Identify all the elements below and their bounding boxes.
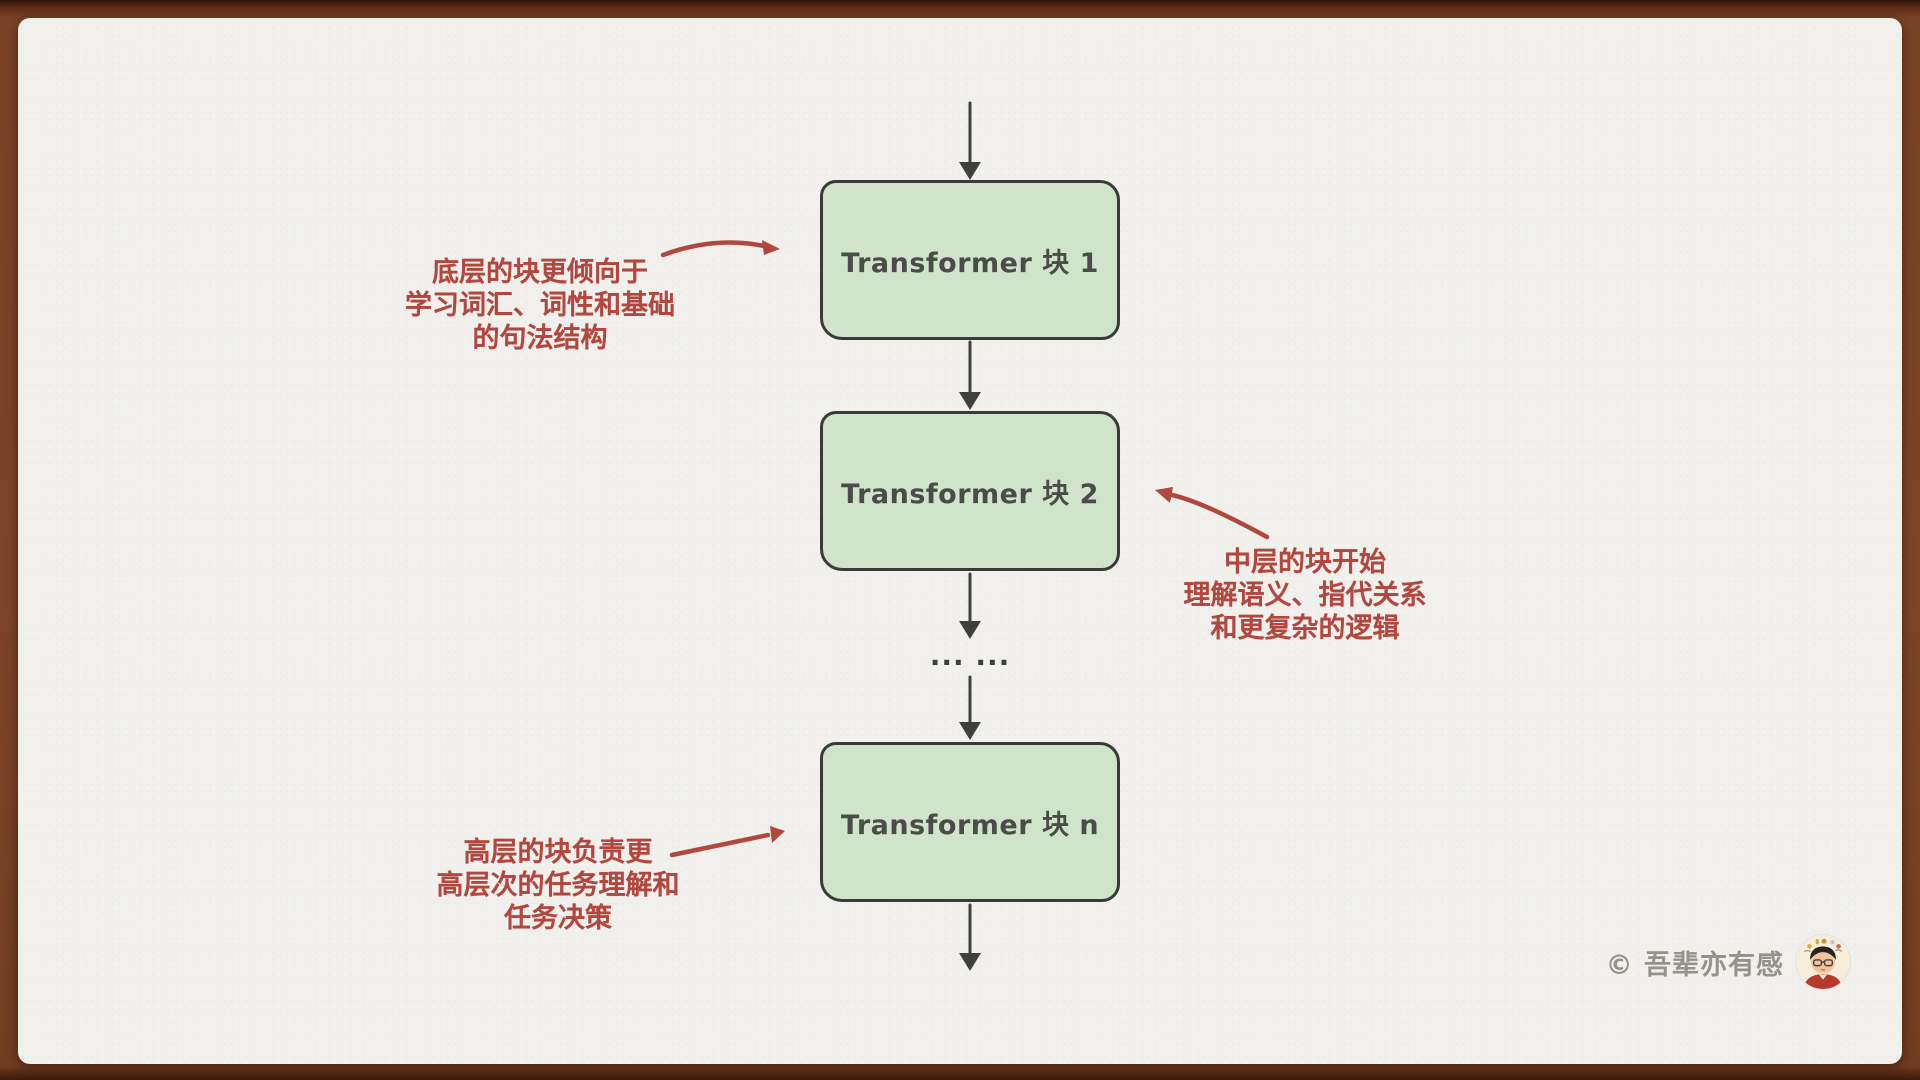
annotation-line: 中层的块开始 [1224, 547, 1386, 578]
annotation-line: 理解语义、指代关系 [1183, 580, 1427, 611]
block-2-label: Transformer 块 2 [841, 478, 1099, 510]
annotation-line: 任务决策 [504, 903, 612, 934]
copyright-text: © 吾辈亦有感 [1605, 949, 1784, 981]
transformer-block-1: Transformer 块 1 [820, 180, 1120, 340]
block-n-label: Transformer 块 n [840, 809, 1100, 841]
annotation-line: 底层的块更倾向于 [432, 257, 648, 288]
annotation-line: 的句法结构 [472, 323, 608, 354]
annotation-bottom-layers: 底层的块更倾向于 学习词汇、词性和基础 的句法结构 [340, 256, 740, 355]
transformer-block-2: Transformer 块 2 [820, 411, 1120, 571]
block-1-label: Transformer 块 1 [841, 247, 1099, 279]
annotation-middle-layers: 中层的块开始 理解语义、指代关系 和更复杂的逻辑 [1105, 546, 1505, 645]
annotation-line: 学习词汇、词性和基础 [405, 290, 675, 321]
annotation-top-layers: 高层的块负责更 高层次的任务理解和 任务决策 [358, 836, 758, 935]
watermark: © 吾辈亦有感 [1600, 933, 1850, 991]
annotation-line: 和更复杂的逻辑 [1210, 613, 1400, 644]
transformer-block-n: Transformer 块 n [820, 742, 1120, 902]
annotation-line: 高层的块负责更 [463, 837, 653, 868]
avatar-doodles [1803, 938, 1843, 953]
author-avatar-icon [1796, 935, 1850, 989]
annotation-line: 高层次的任务理解和 [436, 870, 680, 901]
